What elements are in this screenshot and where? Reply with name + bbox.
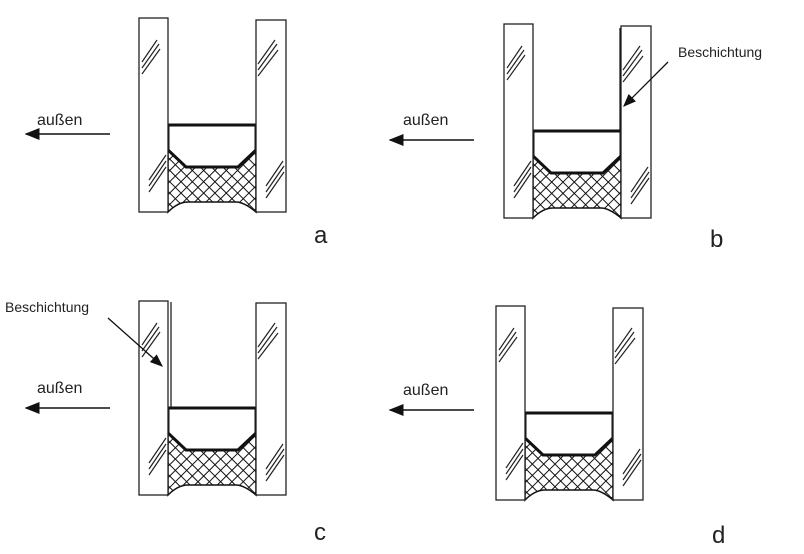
outside-label: außen: [403, 112, 448, 129]
panel-b: außen Beschichtung b: [388, 22, 762, 253]
outside-label: außen: [37, 380, 82, 397]
panel-c: außen Beschichtung c: [5, 299, 326, 546]
glazing-unit: [137, 16, 288, 214]
panel-d: außen d: [388, 304, 725, 549]
outside-label: außen: [403, 382, 448, 399]
panel-letter: b: [710, 226, 723, 253]
panel-letter: a: [314, 222, 328, 249]
panel-a: außen a: [24, 16, 328, 249]
panel-letter: c: [314, 519, 326, 546]
coating-arrow: [623, 61, 669, 107]
glazing-unit: [494, 304, 645, 502]
coating-label: Beschichtung: [678, 44, 762, 60]
outside-label: außen: [37, 112, 82, 129]
glazing-unit: [502, 22, 653, 220]
coating-label: Beschichtung: [5, 299, 89, 315]
glazing-unit: [137, 299, 288, 497]
panel-letter: d: [712, 522, 725, 549]
coating-arrow: [107, 317, 163, 367]
